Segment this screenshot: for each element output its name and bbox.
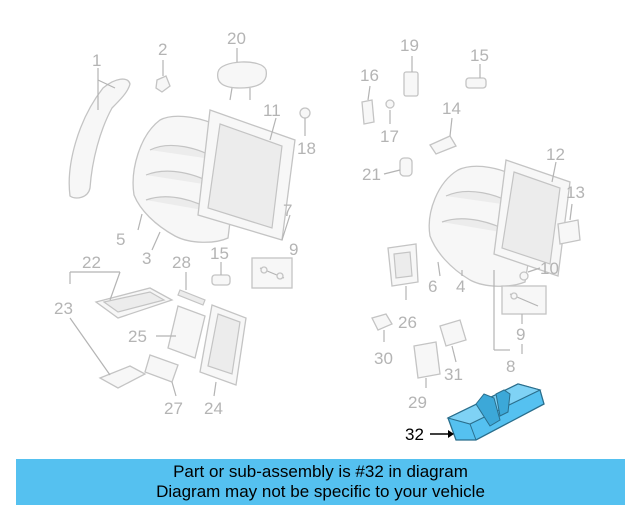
caption-line-2: Diagram may not be specific to your vehi… — [156, 482, 485, 501]
part-left-seatback — [132, 109, 296, 251]
callout-6: 6 — [428, 277, 437, 296]
callout-30: 30 — [374, 349, 393, 368]
part-21-plug — [383, 157, 413, 177]
part-25-panel — [156, 305, 206, 359]
parts-diagram: 1 2 20 11 5 3 18 7 9 — [54, 29, 585, 444]
callout-21: 21 — [362, 165, 381, 184]
callout-19: 19 — [400, 36, 419, 55]
callout-9b: 9 — [516, 325, 525, 344]
callout-29: 29 — [408, 393, 427, 412]
callout-11: 11 — [263, 101, 281, 120]
part-19-handle — [403, 56, 419, 97]
callout-25: 25 — [128, 327, 147, 346]
part-16-bracket — [361, 85, 375, 125]
callout-24: 24 — [204, 399, 223, 418]
callout-23: 23 — [54, 299, 73, 318]
part-30-clip — [371, 313, 393, 342]
part-31-bracket — [439, 319, 467, 363]
part-17-bolt — [385, 99, 395, 124]
callout-16: 16 — [360, 66, 379, 85]
callout-1: 1 — [92, 51, 101, 70]
callout-15a: 15 — [210, 244, 229, 263]
part-9-bolt-left — [251, 257, 293, 289]
callout-17: 17 — [380, 127, 399, 146]
callout-26: 26 — [398, 313, 417, 332]
part-22-pad — [69, 271, 174, 319]
callout-31: 31 — [444, 365, 463, 384]
callout-18: 18 — [297, 139, 316, 158]
part-29-mount — [413, 341, 441, 388]
callout-4: 4 — [456, 277, 465, 296]
part-15-fastener-left — [211, 262, 231, 286]
callout-3: 3 — [142, 249, 151, 268]
callout-2: 2 — [158, 40, 167, 59]
callout-20: 20 — [227, 29, 246, 48]
part-13-cover — [557, 203, 581, 245]
part-1-trim — [68, 68, 131, 199]
part-2-clip — [155, 60, 171, 93]
callout-8: 8 — [506, 357, 515, 376]
callout-12: 12 — [546, 145, 565, 164]
part-15-fastener-right — [465, 64, 487, 89]
part-right-seatback — [428, 159, 571, 351]
part-18-grommet — [299, 107, 311, 136]
part-20-headrest — [216, 48, 268, 101]
callout-22: 22 — [82, 253, 101, 272]
callout-14: 14 — [442, 99, 461, 118]
callout-27: 27 — [164, 399, 183, 418]
caption-banner: Part or sub-assembly is #32 in diagram D… — [16, 459, 625, 505]
callout-15b: 15 — [470, 46, 489, 65]
part-32-highlighted — [430, 383, 545, 441]
part-27-cover — [144, 354, 179, 397]
callout-5: 5 — [116, 230, 125, 249]
part-23-bracket — [69, 317, 147, 389]
part-14-clip — [429, 117, 457, 155]
part-9-bolt-right — [501, 285, 547, 324]
part-26-bracket — [387, 243, 419, 300]
part-28-strip — [177, 272, 206, 306]
part-24-frame — [199, 304, 247, 397]
callout-10: 10 — [540, 259, 559, 278]
callout-28: 28 — [172, 253, 191, 272]
part-10-bolt — [519, 267, 541, 281]
callout-9a: 9 — [289, 240, 298, 259]
callout-32: 32 — [405, 425, 424, 444]
caption-line-1: Part or sub-assembly is #32 in diagram — [173, 462, 468, 481]
callout-13: 13 — [566, 183, 585, 202]
callout-7: 7 — [283, 201, 292, 220]
